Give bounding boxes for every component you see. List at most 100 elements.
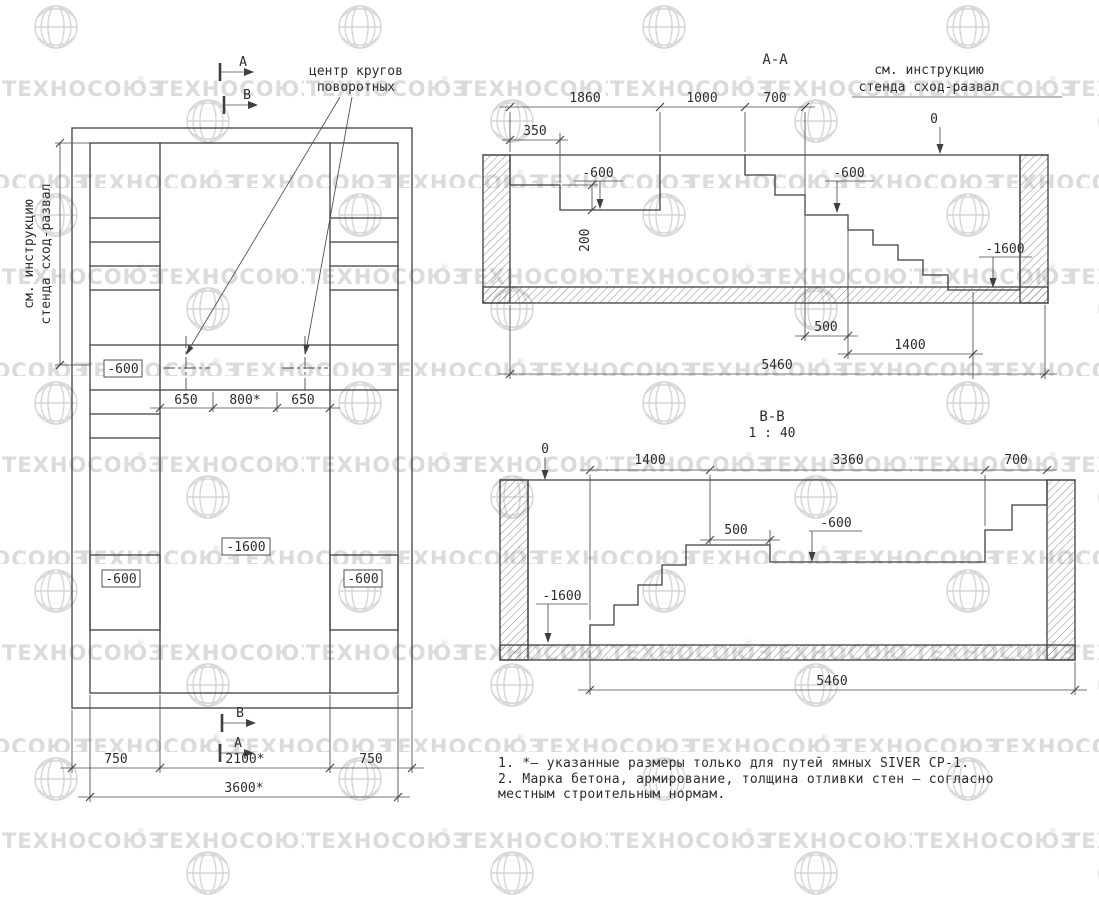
aa-level-1600: -1600	[979, 242, 1032, 288]
aa-note-line1: см. инструкцию	[874, 63, 984, 78]
level-label: -600	[105, 572, 136, 587]
dim-700: 700	[1004, 453, 1027, 468]
dim-750-right: 750	[359, 752, 382, 767]
arrowhead	[244, 749, 254, 757]
bb-dim-500: 500	[700, 523, 780, 545]
dim-ticks	[705, 535, 775, 545]
dim-200: 200	[578, 229, 593, 252]
plan-level-center: -1600	[221, 537, 271, 556]
dim-ticks	[585, 465, 1052, 475]
aa-pit-profile	[509, 154, 1021, 291]
dim-ticks	[55, 138, 65, 370]
dim-5460: 5460	[761, 358, 792, 373]
level-label: 0	[930, 112, 938, 127]
level-label: -1600	[985, 242, 1024, 257]
dim-5460: 5460	[816, 674, 847, 689]
level-label: -1600	[542, 589, 581, 604]
plan-level-bottom-right: -600	[343, 569, 383, 588]
plan-cross-band	[89, 344, 399, 391]
dim-lines	[60, 695, 424, 802]
aa-left-wall	[482, 154, 511, 304]
aa-level-600-right: -600	[825, 166, 874, 213]
level-label: -600	[582, 166, 613, 181]
arrowhead	[303, 344, 310, 355]
plan-dim-circles-row: 650 800* 650	[150, 392, 340, 413]
arrowhead	[244, 68, 254, 76]
plan-inner-wall	[89, 142, 399, 694]
plan-level-bottom-left: -600	[101, 569, 141, 588]
dim-ticks	[587, 180, 597, 215]
level-box	[103, 359, 143, 378]
section-bb-title: B-B	[759, 409, 784, 425]
dim-2100: 2100*	[225, 752, 264, 767]
dim-3360: 3360	[832, 453, 863, 468]
bb-dim-top: 1400 3360 700	[580, 453, 1057, 620]
plan-turning-circle-centerlines	[163, 336, 328, 400]
marker-letter: B	[236, 706, 244, 721]
plan-level-band: -600	[103, 359, 143, 378]
level-label: -1600	[226, 540, 265, 555]
plan-side-note: см. инструкцию стенда сход-развал	[22, 138, 90, 370]
marker-letter: A	[234, 736, 242, 751]
dim-lines	[498, 218, 1057, 379]
plan-section-marker-b-top: B	[222, 88, 258, 114]
dim-500: 500	[814, 320, 837, 335]
side-note-line1: см. инструкцию	[22, 199, 37, 309]
dim-500: 500	[724, 523, 747, 538]
level-label: -600	[820, 516, 851, 531]
level-label: -600	[833, 166, 864, 181]
plan-dim-bottom: 750 2100* 750 3600*	[60, 695, 424, 802]
marker-letter: A	[239, 55, 247, 70]
plan-view: центр кругов поворотных A B B A	[22, 55, 424, 802]
aa-dim-top: 1860 1000 700 350	[500, 91, 815, 341]
notes: 1. *– указанные размеры только для путей…	[498, 756, 994, 802]
dim-lines	[580, 469, 1057, 620]
bb-level-600: -600	[808, 516, 862, 562]
leader-lines	[187, 96, 353, 352]
dim-350: 350	[523, 124, 546, 139]
plan-section-marker-a-top: A	[218, 55, 254, 81]
bb-pit-profile	[527, 479, 1048, 646]
note-line2: 2. Марка бетона, армирование, толщина от…	[498, 772, 994, 787]
arrowhead	[246, 719, 256, 727]
dim-ticks	[585, 685, 1080, 695]
aa-right-wall	[1019, 154, 1049, 304]
arrowhead	[541, 470, 549, 480]
dim-650-right: 650	[291, 393, 314, 408]
plan-section-marker-b-bottom: B	[220, 706, 256, 732]
plan-recess-left	[89, 554, 161, 631]
section-bb-scale: 1 : 40	[749, 426, 796, 441]
level-box	[101, 569, 141, 588]
note-line3: местным строительным нормам.	[498, 787, 726, 802]
marker-letter: B	[243, 88, 251, 103]
dim-ticks	[505, 331, 1050, 379]
plan-top-steps	[89, 217, 399, 291]
extent-lines	[55, 142, 90, 366]
level-label: -600	[347, 572, 378, 587]
arrowhead	[808, 552, 816, 562]
arrowhead	[936, 144, 944, 154]
bb-right-wall	[1046, 479, 1076, 661]
arrowhead	[833, 203, 841, 213]
arrowhead	[248, 101, 258, 109]
aa-note-line2: стенда сход-развал	[859, 80, 1000, 95]
dim-ticks	[155, 403, 335, 413]
dim-1000: 1000	[686, 91, 717, 106]
level-leader	[536, 603, 588, 638]
plan-lower-steps	[89, 413, 161, 439]
plan-outer-wall	[71, 127, 413, 709]
plan-recess-right	[329, 554, 399, 631]
plan-leader-turning-circles: центр кругов поворотных	[186, 64, 403, 355]
arrowhead	[544, 633, 552, 643]
aa-level-600-left: -600	[574, 166, 623, 209]
section-bb: B-B 1 : 40 0 1400 3360 700 500 -600	[499, 409, 1087, 695]
dim-ticks	[67, 763, 417, 802]
leader-note-line1: центр кругов	[309, 64, 403, 79]
level-box	[343, 569, 383, 588]
bb-level-1600: -1600	[536, 589, 588, 643]
level-label: -600	[107, 362, 138, 377]
note-line1: 1. *– указанные размеры только для путей…	[498, 756, 969, 771]
section-aa-title: A-A	[762, 52, 788, 68]
